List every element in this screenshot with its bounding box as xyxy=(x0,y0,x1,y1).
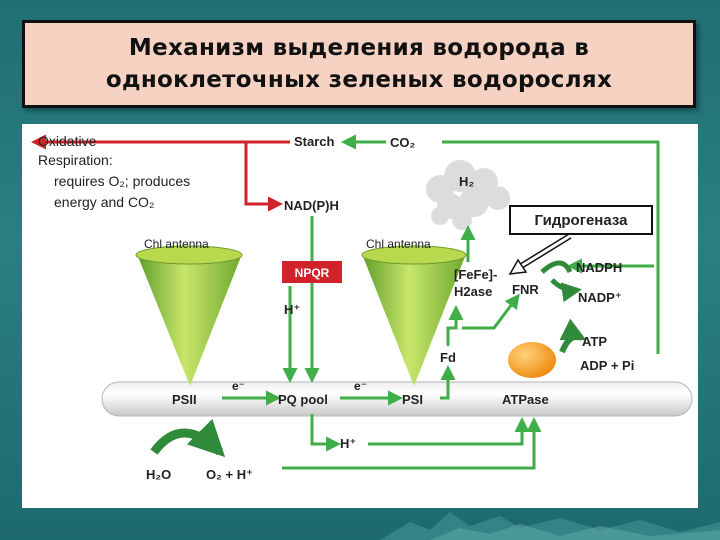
psii-label: PSII xyxy=(172,392,197,407)
atp-label: ATP xyxy=(582,334,607,349)
hplus-low-label: H⁺ xyxy=(340,436,356,451)
e-right-label: e⁻ xyxy=(354,379,367,393)
respiration-line-3: requires O₂; produces xyxy=(54,173,190,189)
title-line-2: одноклеточных зеленых водорослях xyxy=(105,67,613,93)
fd-to-fnr-arrow xyxy=(462,293,520,330)
h2-label: H₂ xyxy=(459,174,474,189)
atp-to-co2-arrow xyxy=(442,140,660,354)
water-splitting-curve-arrow xyxy=(150,418,226,458)
fd-to-fefe-arrow xyxy=(446,305,464,346)
psi-to-fd-arrow xyxy=(440,365,456,400)
atpase-label: ATPase xyxy=(502,392,549,407)
bottom-decoration xyxy=(380,512,720,540)
fefe-line-1: [FeFe]- xyxy=(454,267,497,282)
chl-antenna-right-cone xyxy=(361,245,467,386)
callout-pointer-arrow xyxy=(508,233,572,275)
diagram-panel: NPQR Oxidative Respiration: requires O₂;… xyxy=(22,124,698,508)
adp-pi-label: ADP + Pi xyxy=(580,358,634,373)
fnr-label: FNR xyxy=(512,282,539,297)
title-box: Механизм выделения водорода в одноклеточ… xyxy=(22,20,696,108)
npqr-box xyxy=(282,261,342,283)
hydrogenase-callout-label: Гидрогеназа xyxy=(535,212,629,229)
nadph-right-label: NADPH xyxy=(576,260,622,275)
h2-cloud xyxy=(426,160,510,230)
respiration-line-1: Oxidative xyxy=(38,133,97,149)
starch-label: Starch xyxy=(294,134,335,149)
hplus-mid-label: H⁺ xyxy=(284,302,300,317)
hydrogenase-callout-box xyxy=(509,205,653,235)
nadph-top-label: NAD(P)H xyxy=(284,198,339,213)
respiration-line-2: Respiration: xyxy=(38,152,113,168)
fefe-line-2: H2ase xyxy=(454,284,492,299)
atp-curve-arrow xyxy=(559,318,587,354)
nadp-plus-label: NADP⁺ xyxy=(578,290,622,305)
h2o-label: H₂O xyxy=(146,467,171,482)
fd-label: Fd xyxy=(440,350,456,365)
nadp-curve-arrow xyxy=(550,278,582,303)
psi-label: PSI xyxy=(402,392,423,407)
pq-to-hplus-arrow xyxy=(310,414,341,452)
e-left-label: e⁻ xyxy=(232,379,245,393)
chl-antenna-left-label: Chl antenna xyxy=(144,237,209,251)
nadph-curve-arrow xyxy=(540,260,573,274)
atp-synthase-ball xyxy=(508,342,556,378)
npqr-label: NPQR xyxy=(295,266,330,280)
o2-to-atpase-arrow xyxy=(282,417,542,470)
pq-pool-label: PQ pool xyxy=(278,392,328,407)
co2-label: CO₂ xyxy=(390,135,416,150)
hplus-to-atpase-arrow xyxy=(368,417,530,446)
chl-antenna-right-label: Chl antenna xyxy=(366,237,431,251)
title-line-1: Механизм выделения водорода в xyxy=(128,35,590,61)
chl-antenna-left-cone xyxy=(135,245,243,386)
hydrogen-mechanism-diagram: NPQR Oxidative Respiration: requires O₂;… xyxy=(31,133,693,482)
respiration-line-4: energy and CO₂ xyxy=(54,194,154,210)
o2-hplus-label: O₂ + H⁺ xyxy=(206,467,253,482)
starch-to-nadph-red-arrow xyxy=(244,142,283,212)
